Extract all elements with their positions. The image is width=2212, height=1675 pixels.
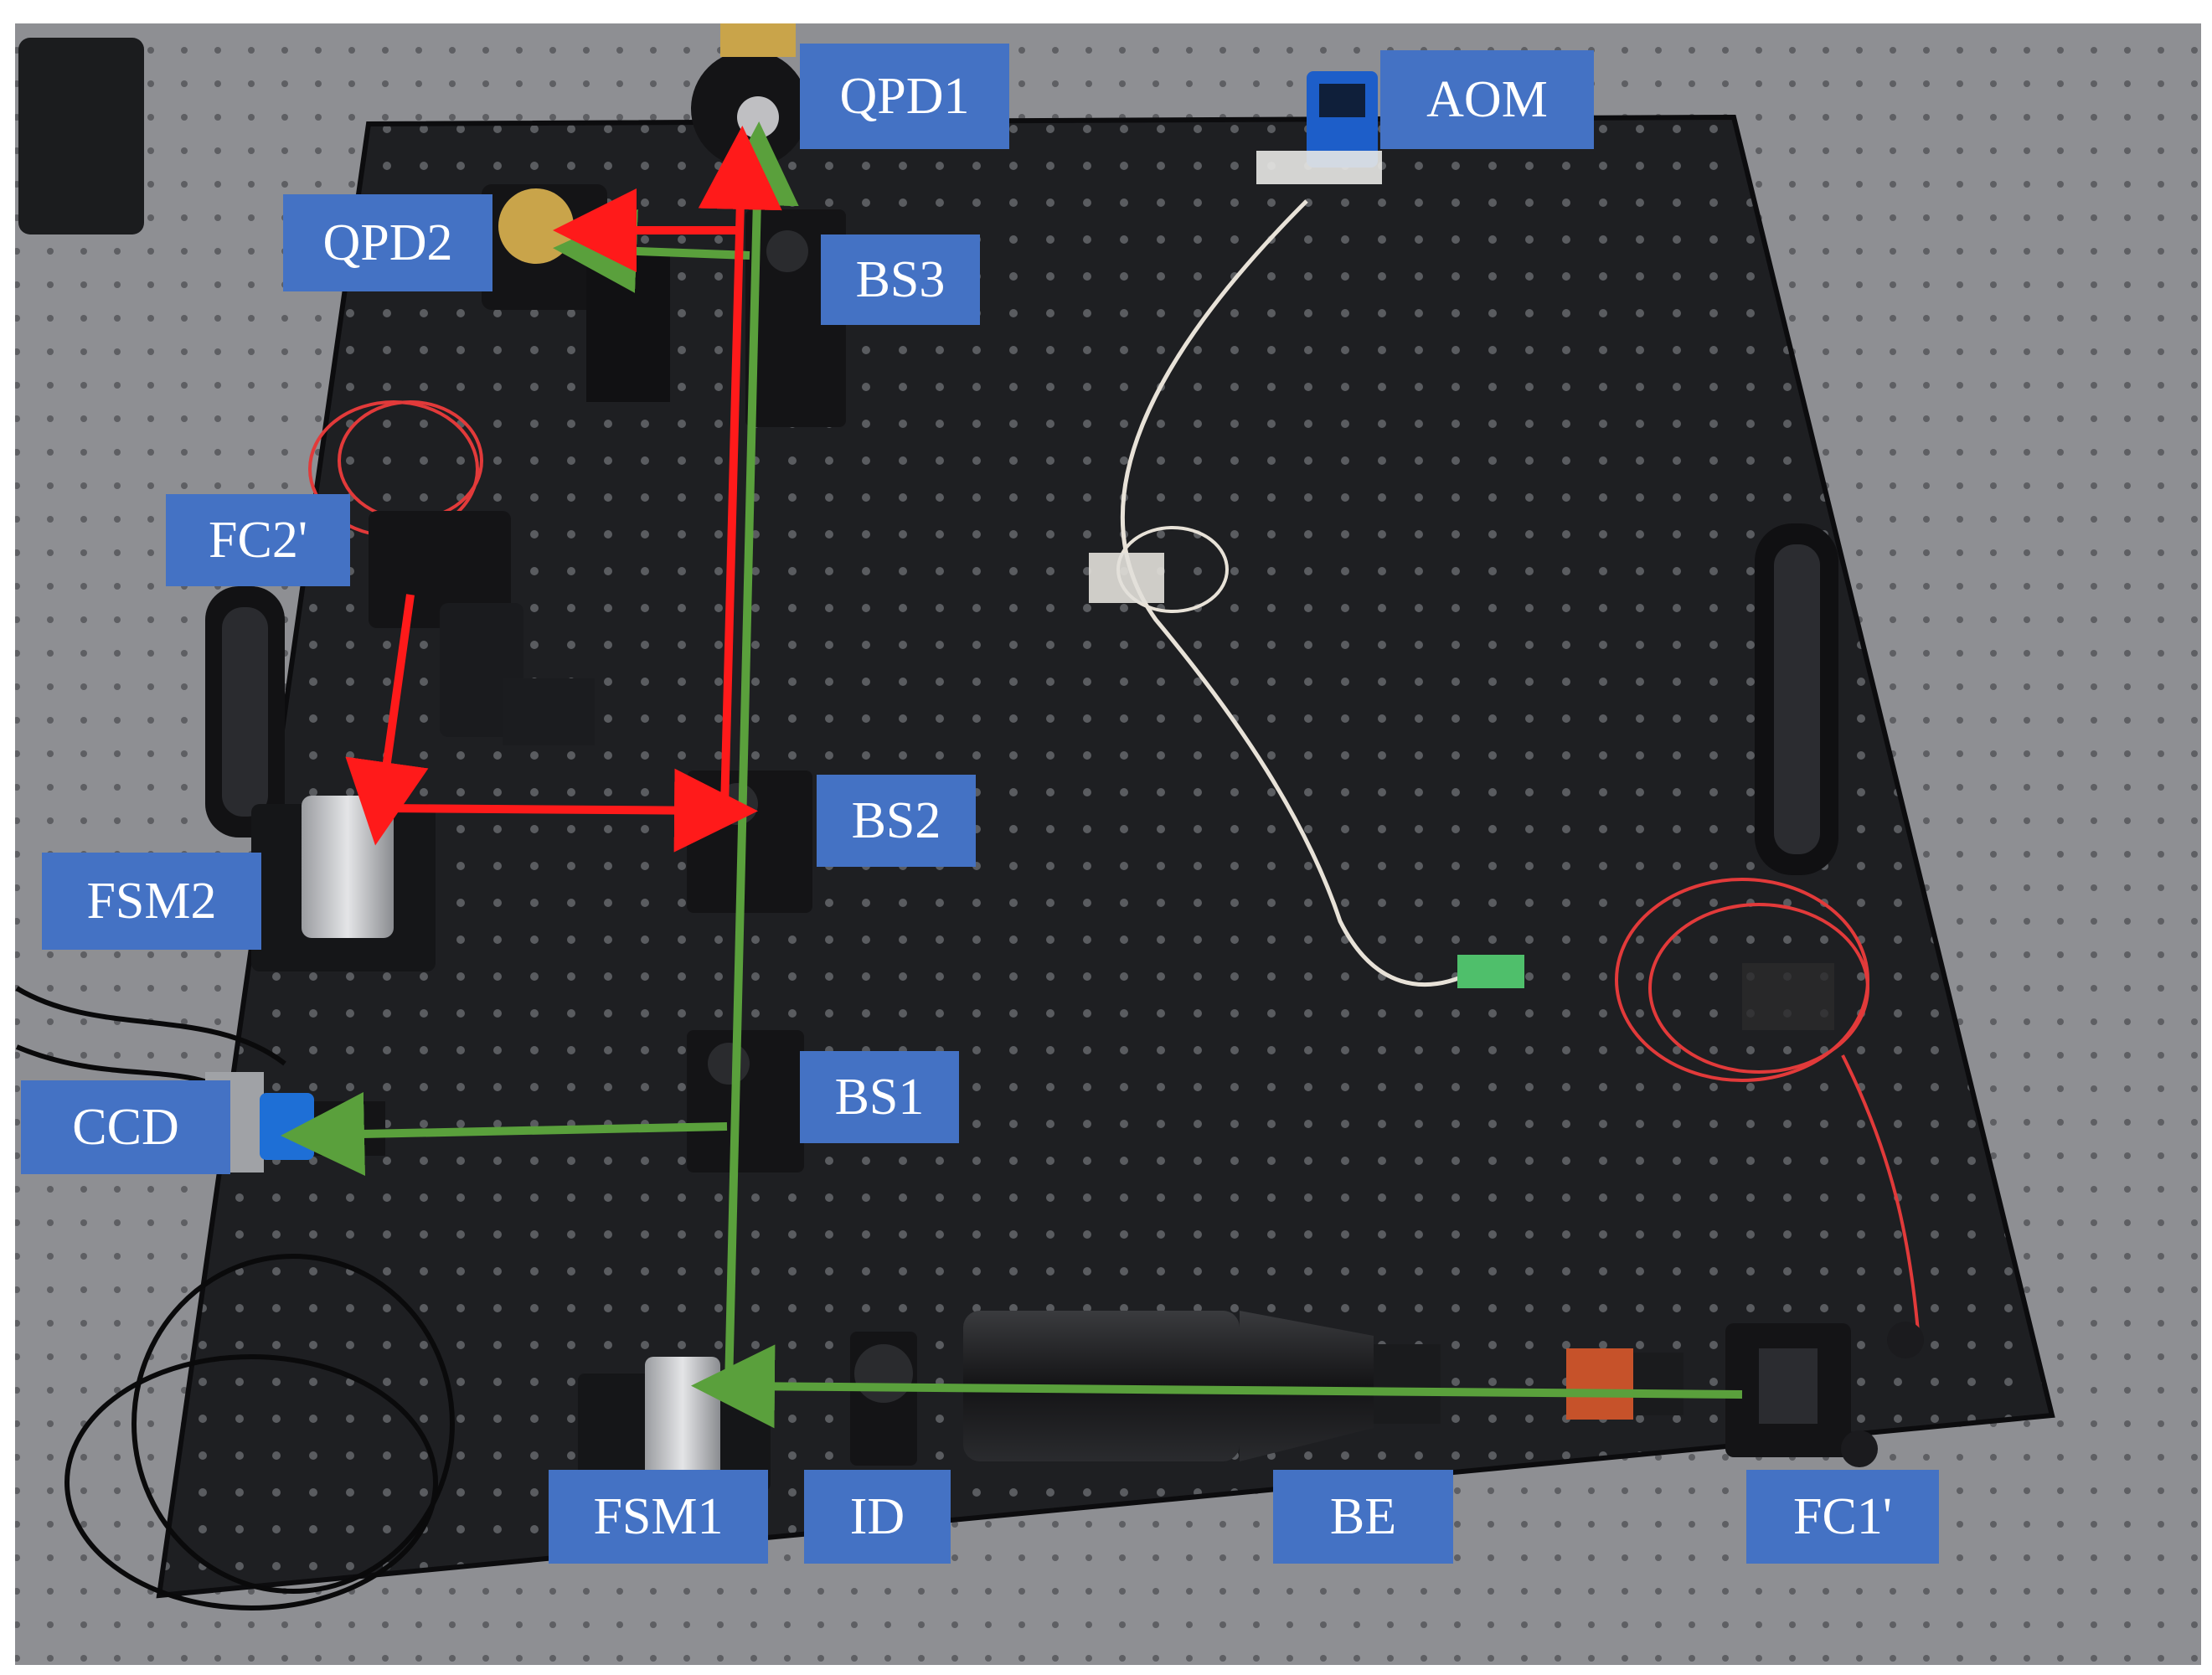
qpd1-label: QPD1	[800, 44, 1009, 149]
aom-label: AOM	[1380, 50, 1594, 149]
be-label: BE	[1273, 1470, 1453, 1564]
bs2-mount	[687, 770, 812, 913]
fsm2-mirror	[251, 796, 436, 972]
iris-mount	[850, 1332, 917, 1466]
red-beam	[345, 126, 782, 853]
fc1-label: FC1'	[1746, 1470, 1939, 1564]
id-label: ID	[804, 1470, 951, 1564]
bs1-label: BS1	[800, 1051, 959, 1143]
right-handle	[1755, 523, 1838, 875]
fc2-label: FC2'	[166, 494, 350, 586]
bs2-label: BS2	[817, 775, 976, 867]
bs3-label: BS3	[821, 234, 980, 325]
ccd-label: CCD	[21, 1080, 230, 1174]
left-handle	[205, 586, 285, 838]
aom-device	[1256, 71, 1382, 184]
black-cables	[15, 986, 455, 1611]
fsm2-label: FSM2	[42, 853, 261, 950]
fc2-mount	[369, 511, 595, 745]
fiber-white	[1120, 199, 1476, 987]
bs1-mount	[687, 1030, 804, 1172]
red-fiber-coil-right	[1615, 878, 1920, 1332]
beam-expander	[963, 1311, 1683, 1461]
qpd2-label: QPD2	[283, 194, 492, 291]
fsm1-label: FSM1	[549, 1470, 768, 1564]
power-adapter	[18, 38, 144, 234]
fc1-mount	[1725, 1322, 1924, 1467]
